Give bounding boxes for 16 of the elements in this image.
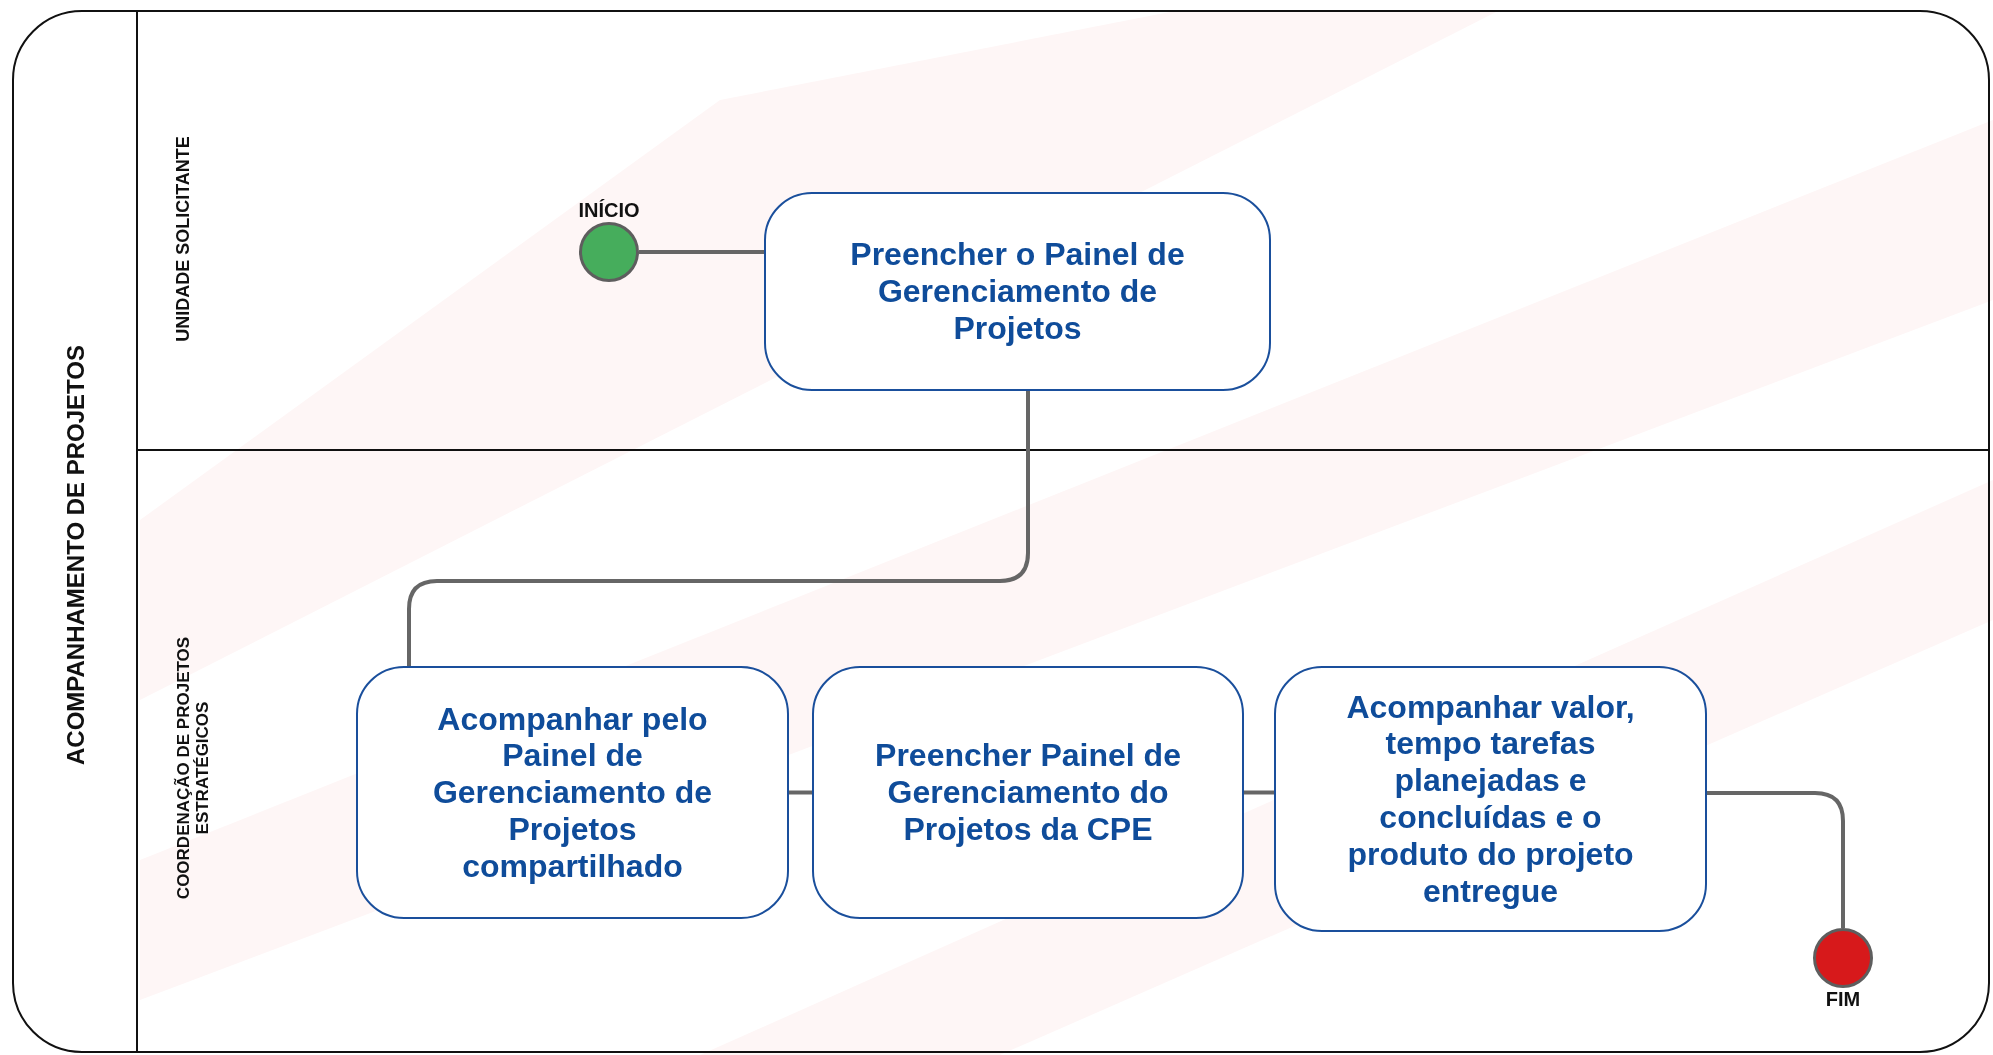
event-label: INÍCIO — [578, 199, 640, 222]
swimlane — [136, 449, 1990, 1053]
connector-line — [1244, 790, 1274, 795]
task-box: Acompanhar valor, tempo tarefas planejadas e concluídas e o produto do projeto entregue — [1274, 666, 1707, 932]
lane-label: COORDENAÇÃO DE PROJETOS ESTRATÉGICOS — [175, 635, 213, 902]
pool-label: ACOMPANHAMENTO DE PROJETOS — [62, 344, 90, 768]
task-box: Acompanhar pelo Painel de Gerenciamento de Projetos compartilhado — [356, 666, 789, 919]
task-box: Preencher o Painel de Gerenciamento de Projetos — [764, 192, 1271, 391]
lane-label: UNIDADE SOLICITANTE — [174, 135, 194, 344]
connector-line — [639, 250, 764, 254]
connector-line — [789, 790, 812, 795]
connector-line — [407, 391, 1030, 666]
task-box: Preencher Painel de Gerenciamento do Projetos da CPE — [812, 666, 1244, 919]
pool — [12, 10, 1990, 1053]
connector-line — [1707, 791, 1845, 928]
event-label: FIM — [1825, 988, 1861, 1011]
